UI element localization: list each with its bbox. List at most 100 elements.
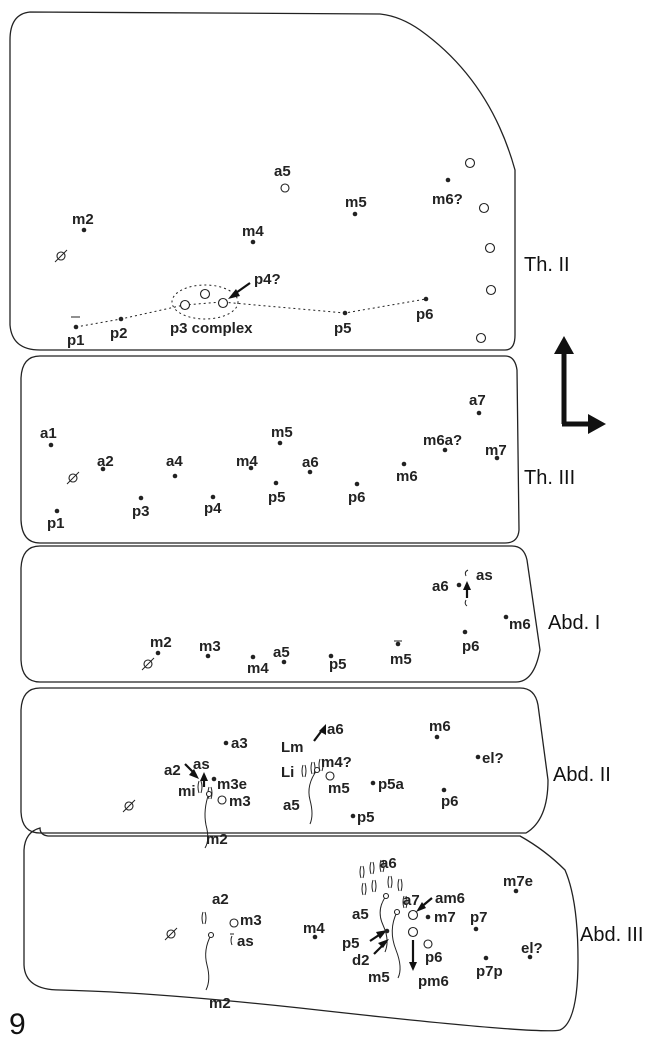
abd3-seta-m7e: [513, 888, 519, 894]
abd3-m5-macrochaeta: [391, 911, 401, 979]
abd2-as-arrow: [200, 772, 208, 787]
th3-label-p5: p5: [268, 489, 286, 506]
figure-number: 9: [9, 1008, 26, 1041]
abd3-m2-macrochaeta: [205, 934, 212, 991]
abd2-m2-macrochaeta: [204, 792, 210, 849]
thorax-3: a1 a2 a4 m4 m5 a6 m6a? a7 m7 m6 p1 p3 p4…: [20, 355, 575, 544]
orientation-arrows-icon: [554, 336, 606, 434]
th3-seta-p1: [54, 508, 60, 514]
th2-label-p5: p5: [334, 320, 352, 337]
abd3-label-m7: m7: [434, 909, 456, 926]
th2-p3-ring: [217, 297, 229, 309]
abd1-spiracle-icon: [141, 657, 155, 671]
th3-seta-p3: [138, 495, 144, 501]
th3-seta-a2: [100, 466, 106, 472]
th2-label-m6q: m6?: [432, 191, 463, 208]
th3-seta-a7: [476, 410, 482, 416]
th2-p3-ring: [179, 299, 191, 311]
abd3-label-a5: a5: [352, 906, 369, 923]
abd2-label-m3e: m3e: [217, 776, 247, 793]
th2-p-row-line: [75, 298, 427, 328]
th2-label-m4: m4: [242, 223, 264, 240]
th3-outline: [20, 355, 520, 544]
abd3-m2-socket: [207, 931, 215, 939]
th3-spiracle-icon: [66, 471, 80, 485]
abd3-seta-m7: [425, 914, 431, 920]
abd3-segment-label: Abd. III: [580, 924, 643, 946]
abd2-label-a3: a3: [231, 735, 248, 752]
abd3-label-d2: d2: [352, 952, 370, 969]
abd3-m5-socket: [393, 908, 401, 916]
th2-seta-p6: [423, 296, 429, 302]
abd1-label-as: as: [476, 567, 493, 584]
abd3-label-p7: p7: [470, 909, 488, 926]
th2-sensillum: [475, 332, 487, 344]
abd3-seta-p5: [384, 928, 390, 934]
abd2-lm-arrow: [313, 724, 326, 742]
abd2-label-m4q: m4?: [321, 754, 352, 771]
abd3-seta-p6: [423, 939, 433, 949]
th3-label-p3: p3: [132, 503, 150, 520]
abd2-label-p6: p6: [441, 793, 459, 810]
abd2-label-Lm: Lm: [281, 739, 304, 756]
abd2-seta-el: [475, 754, 481, 760]
abd3-label-m5: m5: [368, 969, 390, 986]
abd3-seta-el: [527, 954, 533, 960]
abd1-as-arrow: [463, 569, 471, 607]
th2-seta-m6: [445, 177, 451, 183]
th2-label-p6: p6: [416, 306, 434, 323]
abd1-seta-m6: [503, 614, 509, 620]
abd2-seta-m5: [325, 771, 335, 781]
abd2-label-m5: m5: [328, 780, 350, 797]
abd2-a5-socket: [313, 766, 321, 774]
abd3-seta-p7: [473, 926, 479, 932]
abd1-seta-a6: [456, 582, 462, 588]
th3-seta-a6: [307, 469, 313, 475]
th2-seta-m2: [81, 227, 87, 233]
abd2-label-p5a: p5a: [378, 776, 405, 793]
th2-label-m5: m5: [345, 194, 367, 211]
th3-seta-p4: [210, 494, 216, 500]
abd1-seta-p5: [328, 653, 334, 659]
abd2-seta-p6: [441, 787, 447, 793]
abd2-label-a2: a2: [164, 762, 181, 779]
abd2-m2-socket: [205, 790, 213, 798]
abd2-label-as: as: [193, 756, 210, 773]
abd1-label-a5: a5: [273, 644, 290, 661]
abd3-pm6-arrow: [409, 940, 417, 971]
abd3-label-m7e: m7e: [503, 873, 533, 890]
th2-sensillum: [464, 157, 476, 169]
abd3-a5-macrochaeta: [379, 895, 388, 953]
abd2-outline: [20, 687, 549, 834]
abd2-seta-a3: [223, 740, 229, 746]
abd2-seta-m3e: [211, 776, 217, 782]
th2-p3-complex-ellipse: [171, 284, 239, 320]
th2-outline: [9, 11, 516, 351]
th2-label-p2: p2: [110, 325, 128, 342]
abd3-label-pm6: pm6: [418, 973, 449, 990]
abd2-li-sensilla: [301, 758, 324, 778]
abd3-label-elq: el?: [521, 940, 543, 957]
abd3-label-a2: a2: [212, 891, 229, 908]
th3-label-a7: a7: [469, 392, 486, 409]
abd3-label-p6: p6: [425, 949, 443, 966]
thorax-2: a5 m2 m4 m5 m6? p4? p1 p2 p3 complex p5 …: [9, 11, 570, 351]
th3-label-m6aq: m6a?: [423, 432, 462, 449]
abd3-a7-arrow: [416, 897, 433, 912]
th3-label-p1: p1: [47, 515, 65, 532]
th3-seta-m6: [401, 461, 407, 467]
abd1-label-p6: p6: [462, 638, 480, 655]
abdomen-1: a6 as m6 p6 m2 m3 m4 a5 p5 m5 Abd. I: [20, 545, 600, 683]
abd1-label-m5: m5: [390, 651, 412, 668]
abd1-seta-m2: [155, 650, 161, 656]
abd2-label-m2: m2: [206, 831, 228, 848]
abd3-label-p5: p5: [342, 935, 360, 952]
th3-seta-p6: [354, 481, 360, 487]
abd2-seta-p5a: [370, 780, 376, 786]
th3-label-m4: m4: [236, 453, 258, 470]
abd3-label-m2: m2: [209, 995, 231, 1012]
th3-label-a2: a2: [97, 453, 114, 470]
abd1-seta-m5: [395, 641, 401, 647]
th2-label-p4q: p4?: [254, 271, 281, 288]
